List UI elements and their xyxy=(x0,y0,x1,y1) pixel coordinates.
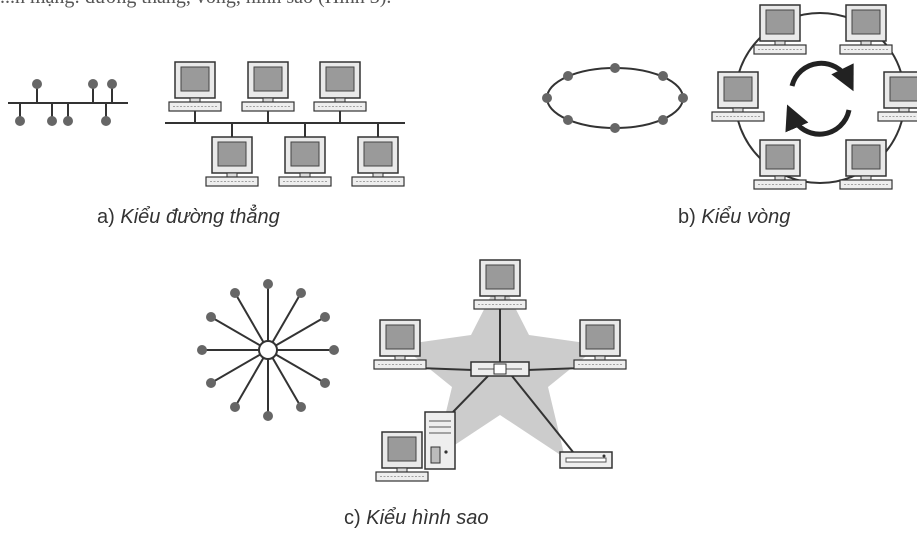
ring-topology-diagram xyxy=(542,4,917,190)
ring-computer-network xyxy=(711,4,917,190)
caption-ring: b) Kiểu vòng xyxy=(678,206,790,229)
header-text-fragment: ...n mạng: đường thẳng, vòng, hình sao (… xyxy=(0,0,391,9)
computer-icon xyxy=(241,61,295,112)
computer-icon xyxy=(839,139,893,190)
caption-bus-label: Kiểu đường thẳng xyxy=(120,206,280,228)
bus-topology-diagram xyxy=(8,61,405,187)
caption-star-prefix: c) xyxy=(344,507,361,529)
computer-icon xyxy=(351,136,405,187)
computer-icon xyxy=(753,4,807,55)
computer-icon xyxy=(373,319,427,370)
computer-icon xyxy=(278,136,332,187)
computer-icon xyxy=(205,136,259,187)
hub-icon xyxy=(470,361,530,377)
computer-icon xyxy=(375,431,429,482)
computer-icon xyxy=(168,61,222,112)
caption-bus: a) Kiểu đường thẳng xyxy=(97,206,280,229)
computer-icon xyxy=(711,71,765,122)
computer-icon xyxy=(877,71,917,122)
bus-computer-network xyxy=(165,61,405,187)
computer-icon xyxy=(839,4,893,55)
computer-icon xyxy=(473,259,527,310)
computer-icon xyxy=(573,319,627,370)
ring-abstract-schematic xyxy=(542,63,688,133)
caption-star-label: Kiểu hình sao xyxy=(366,507,489,529)
cycle-arrows-icon xyxy=(785,60,854,137)
caption-bus-prefix: a) xyxy=(97,206,115,228)
caption-star: c) Kiểu hình sao xyxy=(344,507,489,530)
caption-ring-prefix: b) xyxy=(678,206,696,228)
printer-icon xyxy=(559,451,613,469)
caption-ring-label: Kiểu vòng xyxy=(701,206,791,228)
star-topology-diagram xyxy=(197,259,627,482)
computer-icon xyxy=(753,139,807,190)
star-computer-network xyxy=(373,259,627,482)
server-icon xyxy=(424,411,456,470)
bus-abstract-schematic xyxy=(8,79,128,126)
star-abstract-schematic xyxy=(197,279,339,421)
computer-icon xyxy=(313,61,367,112)
